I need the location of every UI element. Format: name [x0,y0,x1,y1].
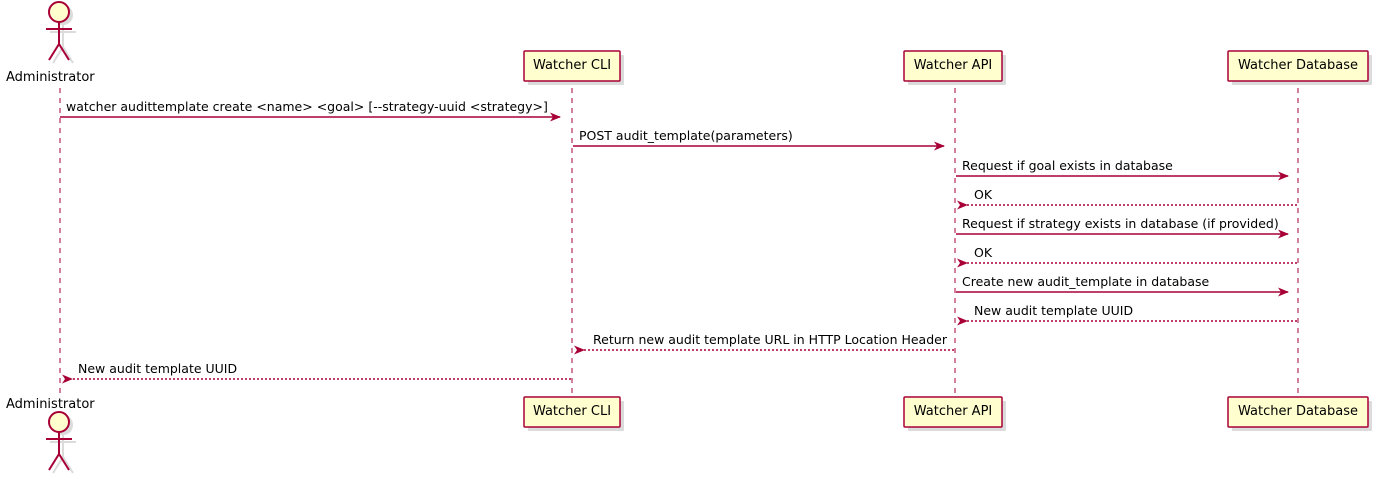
participant-label-watcher-api-bottom: Watcher API [913,404,993,419]
actor-body-icon [46,22,72,61]
participant-box-watcher-cli-top [523,50,624,85]
actor-label-administrator-top: Administrator [6,70,95,85]
message-label-6: OK [974,245,993,260]
participant-box-watcher-api-top [903,50,1006,85]
participant-label-watcher-cli-top: Watcher CLI [532,58,612,73]
message-label-9: Return new audit template URL in HTTP Lo… [593,332,947,347]
participant-box-watcher-database-bottom [1227,396,1372,431]
message-label-2: POST audit_template(parameters) [579,128,793,143]
actor-administrator-bottom [46,411,76,474]
participant-box-watcher-cli-bottom [523,396,624,431]
participant-label-watcher-database-top: Watcher Database [1238,58,1358,73]
participant-box-watcher-database-top [1227,50,1372,85]
actor-head-icon [48,411,70,433]
message-arrows [60,112,1297,384]
message-label-4: OK [974,187,993,202]
message-label-8: New audit template UUID [974,303,1134,318]
message-label-10: New audit template UUID [78,361,238,376]
message-label-1: watcher audittemplate create <name> <goa… [66,99,548,114]
lifelines [59,88,1299,396]
participant-label-watcher-database-bottom: Watcher Database [1238,404,1358,419]
message-label-5: Request if strategy exists in database (… [962,216,1279,231]
message-label-7: Create new audit_template in database [962,274,1210,289]
message-label-3: Request if goal exists in database [962,158,1173,173]
actor-administrator-top [46,1,76,64]
actor-label-administrator-bottom: Administrator [6,397,95,412]
participant-label-watcher-api-top: Watcher API [913,58,993,73]
actor-head-icon [48,1,70,23]
participant-label-watcher-cli-bottom: Watcher CLI [532,404,612,419]
participant-box-watcher-api-bottom [903,396,1006,431]
actor-body-icon [46,432,72,471]
